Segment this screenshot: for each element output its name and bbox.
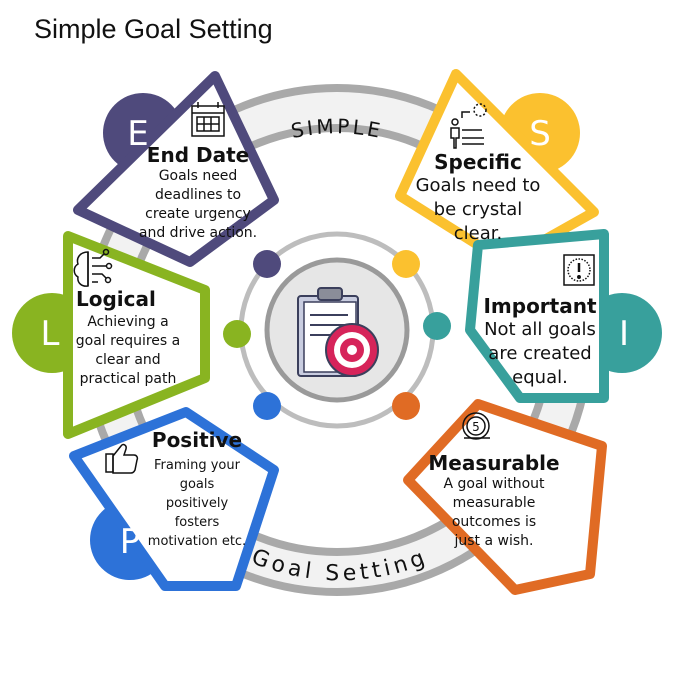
letter-i: I (619, 314, 629, 354)
card-p-heading: Positive (151, 428, 243, 452)
card-s-heading: Specific (434, 150, 522, 174)
thumbs-up-icon (105, 443, 139, 474)
letter-s: S (529, 114, 551, 154)
dot-l (223, 320, 251, 348)
page-title: Simple Goal Setting (34, 14, 273, 44)
card-s-body: Goals need to be crystal clear. (415, 175, 541, 244)
dot-p (253, 392, 281, 420)
tape-measure-icon: 5 (462, 412, 490, 440)
clipboard-target-icon (297, 287, 379, 377)
dot-s (392, 250, 420, 278)
letter-l: L (41, 314, 60, 354)
card-m-outline (403, 399, 607, 595)
card-p-body: Framing your goals positively fosters mo… (147, 458, 247, 549)
dot-e (253, 250, 281, 278)
card-i-heading: Important (483, 294, 597, 318)
letter-e: E (127, 114, 148, 154)
card-m-heading: Measurable (428, 451, 560, 475)
card-e-heading: End Date (146, 143, 250, 167)
letter-m: M (537, 525, 566, 565)
dot-m (392, 392, 420, 420)
card-i-body: Not all goals are created equal. (484, 319, 596, 388)
card-i-outline (465, 229, 609, 403)
card-l-heading: Logical (76, 287, 156, 311)
card-m-body: A goal without measurable outcomes is ju… (443, 476, 545, 549)
dot-i (423, 312, 451, 340)
calendar-icon (191, 102, 225, 137)
card-e-outline (73, 71, 279, 267)
card-l-outline (63, 231, 210, 439)
card-e-body: Goals need deadlines to create urgency a… (138, 168, 258, 241)
exclamation-icon (563, 254, 595, 286)
brain-circuit-icon (73, 248, 113, 287)
svg-text:5: 5 (472, 420, 480, 434)
card-l-body: Achieving a goal requires a clear and pr… (75, 314, 181, 387)
presenter-star-icon (450, 103, 487, 149)
letter-p: P (120, 522, 141, 562)
